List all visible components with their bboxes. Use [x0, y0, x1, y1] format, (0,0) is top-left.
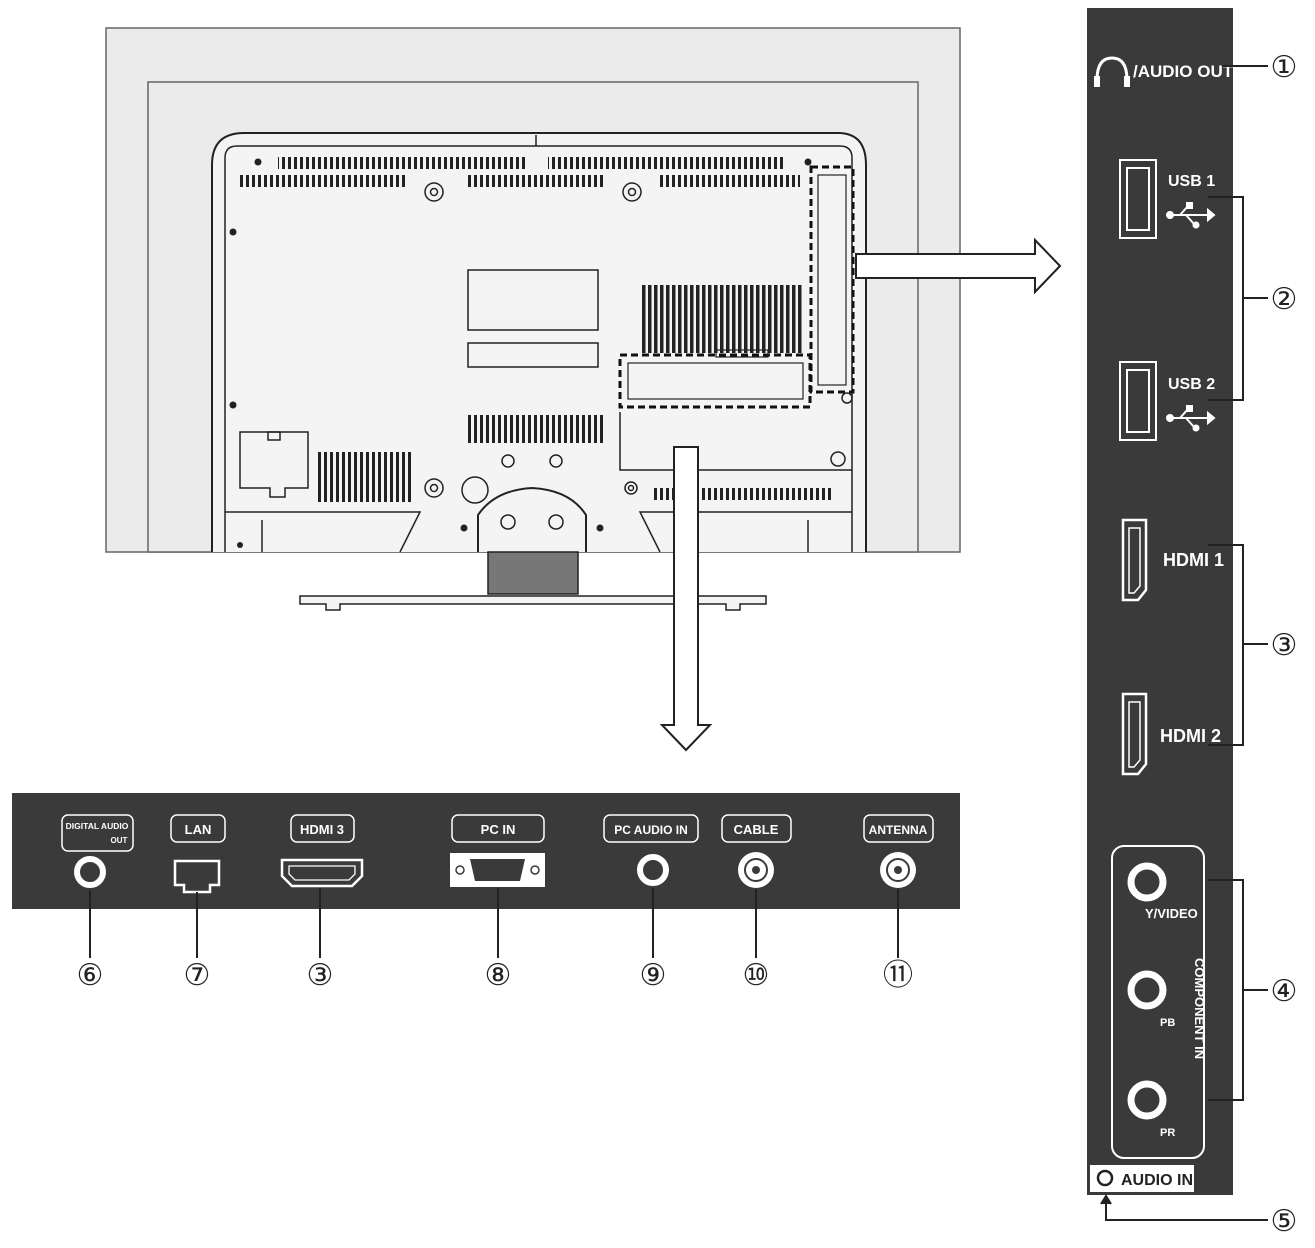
arrow-right — [855, 237, 1062, 295]
hdmi2-port — [1121, 692, 1148, 776]
usb2-port — [1119, 361, 1157, 441]
hdmi3-port — [280, 858, 364, 888]
bottom-callout-lines — [89, 888, 899, 958]
component-in-group — [1111, 845, 1205, 1159]
callout-7: ⑦ — [184, 958, 211, 993]
lan-label: LAN — [185, 822, 212, 837]
pb-label: PB — [1160, 1017, 1175, 1029]
audio-in-label: AUDIO IN — [1121, 1172, 1193, 1189]
arrow-down — [659, 446, 713, 752]
usb1-port — [1119, 159, 1157, 239]
bottom-panel: DIGITAL AUDIO OUT LAN HDMI 3 PC IN PC AU… — [12, 793, 960, 909]
hdmi1-label: HDMI 1 — [1163, 550, 1224, 570]
antenna-label: ANTENNA — [869, 823, 928, 837]
digital-audio-out-label-2: OUT — [111, 836, 128, 845]
component-in-label: COMPONENT IN — [1192, 958, 1207, 1059]
callout-9: ⑨ — [640, 958, 667, 993]
callout-3-side: ③ — [1271, 628, 1298, 663]
callout-10: ⑩ — [743, 958, 770, 993]
callout-4: ④ — [1271, 974, 1298, 1009]
callout-11: ⑪ — [883, 958, 913, 993]
pc-audio-in-label: PC AUDIO IN — [614, 823, 688, 837]
cable-label: CABLE — [734, 822, 779, 837]
side-panel: /AUDIO OUT USB 1 USB 2 — [1087, 8, 1234, 1195]
usb1-label: USB 1 — [1168, 173, 1215, 190]
y-video-jack — [1127, 862, 1167, 902]
callout-1: ① — [1271, 50, 1298, 85]
pb-jack — [1127, 970, 1167, 1010]
tv-rear-view — [105, 27, 961, 611]
top-vents — [240, 157, 800, 187]
usb-icon — [1166, 405, 1216, 432]
usb-icon — [1166, 202, 1216, 229]
callout-2: ② — [1271, 282, 1298, 317]
cable-jack — [738, 852, 774, 888]
side-callout-lines — [1100, 65, 1268, 1221]
callout-5: ⑤ — [1271, 1204, 1298, 1239]
pr-jack — [1127, 1080, 1167, 1120]
hdmi1-port — [1121, 518, 1148, 602]
callout-3-bottom: ③ — [307, 958, 334, 993]
callout-8: ⑧ — [485, 958, 512, 993]
vga-port — [450, 853, 545, 887]
hdmi2-label: HDMI 2 — [1160, 726, 1221, 746]
callout-6: ⑥ — [77, 958, 104, 993]
pc-audio-in-jack — [637, 854, 669, 886]
headphone-icon — [1094, 56, 1130, 87]
pr-label: PR — [1160, 1127, 1175, 1139]
digital-audio-out-jack — [74, 856, 106, 888]
y-video-label: Y/VIDEO — [1145, 906, 1198, 921]
digital-audio-out-label: DIGITAL AUDIO — [66, 821, 129, 831]
hdmi3-label: HDMI 3 — [300, 822, 344, 837]
antenna-jack — [880, 852, 916, 888]
lan-port — [173, 859, 221, 894]
usb2-label: USB 2 — [1168, 376, 1215, 393]
audio-out-label: /AUDIO OUT — [1133, 62, 1234, 81]
pc-in-label: PC IN — [481, 822, 516, 837]
